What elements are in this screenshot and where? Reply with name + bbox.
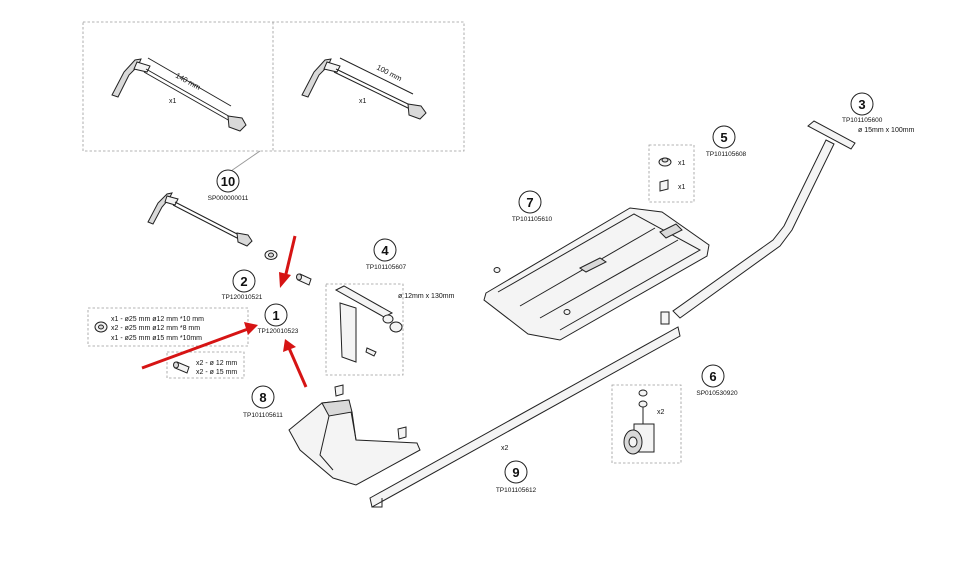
part-5-number: 5 [720,130,727,145]
part-8-number: 8 [259,390,266,405]
spacer-spec-2: x2 - ø 15 mm [196,369,237,376]
callout-part-3: 3 TP101105600 ø 15mm x 100mm [842,92,915,134]
part-5-qty-1: x1 [678,160,686,167]
part-7-number: 7 [526,195,533,210]
part-2-code: TP120010521 [222,294,263,301]
part-4-handle-post: ø 12mm x 130mm [334,285,455,363]
washers-box: x1 - ø25 mm ø12 mm *10 mm x2 - ø25 mm ø1… [87,307,249,347]
callout-part-2: 2 TP120010521 [222,250,278,301]
part-6-code: SP010530920 [696,390,738,397]
callout-part-6: 6 SP010530920 x2 [611,364,738,464]
axle-variants-box [82,21,465,172]
part-5-code: TP101105608 [706,151,747,158]
axle-100-qty: x1 [359,98,367,105]
part-4-number: 4 [381,243,389,258]
part-1-number: 1 [272,308,279,323]
callout-part-5: 5 TP101105608 x1 x1 [648,125,747,203]
part-5-qty-2: x1 [678,184,686,191]
part-4-code: TP101105607 [366,264,407,271]
washer-spec-1: x1 - ø25 mm ø12 mm *10 mm [111,316,204,323]
callout-part-10: 10 SP000000011 [208,169,249,202]
spacer-spec-1: x2 - ø 12 mm [196,360,237,367]
thru-axle-140mm: 140 mm x1 [111,57,247,132]
part-4-spec: ø 12mm x 130mm [398,293,455,300]
spacers-box: x2 - ø 12 mm x2 - ø 15 mm [166,351,245,379]
part-8-base-mount [288,384,421,486]
axle-140-length: 140 mm [174,71,202,92]
callout-part-1: 1 TP120010523 [258,273,312,335]
part-3-handle [672,120,856,319]
part-1-code: TP120010523 [258,328,299,335]
part-7-tray [483,207,710,341]
part-6-number: 6 [709,369,716,384]
part-2-number: 2 [240,274,247,289]
red-arrow-left [141,322,258,370]
callout-part-7: 7 TP101105610 [512,190,553,223]
part-10-code: SP000000011 [208,195,249,202]
red-arrow-bottom [283,339,308,388]
part-3-spec: ø 15mm x 100mm [858,127,915,134]
washer-spec-3: x1 - ø25 mm ø15 mm *10mm [111,335,202,342]
axle-100-length: 100 mm [375,63,403,83]
washer-spec-2: x2 - ø25 mm ø12 mm *8 mm [111,325,200,332]
part-10-axle [147,192,253,247]
part-9-long-bar: x2 9 TP101105612 [369,311,681,508]
part-10-number: 10 [221,174,235,189]
part-9-qty: x2 [501,445,509,452]
part-3-code: TP101105600 [842,117,883,124]
axle-140-qty: x1 [169,98,177,105]
callout-part-8: 8 TP101105611 [243,385,283,419]
part-7-code: TP101105610 [512,216,553,223]
thru-axle-100mm: 100 mm x1 [301,57,427,120]
part-9-code: TP101105612 [496,487,537,494]
red-arrow-top [279,235,297,288]
part-9-number: 9 [512,465,519,480]
part-8-code: TP101105611 [243,412,283,419]
part-6-qty: x2 [657,409,665,416]
callout-part-4: 4 TP101105607 [325,238,407,376]
part-3-number: 3 [858,97,865,112]
